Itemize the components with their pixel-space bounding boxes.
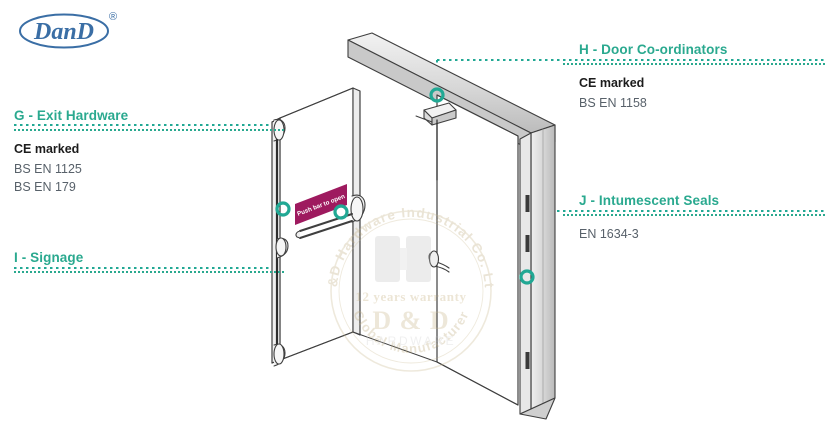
callout-h-body: CE marked BS EN 1158 <box>563 74 827 112</box>
callout-h-standard-1: BS EN 1158 <box>579 96 647 110</box>
callout-h-rule <box>563 63 827 65</box>
callout-j-intumescent-seals: J - Intumescent Seals EN 1634-3 <box>563 193 827 243</box>
callout-j-standard-1: EN 1634-3 <box>579 227 639 241</box>
callout-g-rule <box>14 129 284 131</box>
marker-h-door-coordinator <box>429 87 445 103</box>
callout-j-title: J - Intumescent Seals <box>579 193 720 208</box>
callout-markers <box>275 87 535 285</box>
callout-i-title: I - Signage <box>14 250 84 265</box>
callout-g-ce-label: CE marked <box>14 142 80 156</box>
dand-logo: DanD ® <box>16 8 134 52</box>
door-frame-right-jamb <box>519 124 556 420</box>
callout-h-ce-label: CE marked <box>579 76 645 90</box>
callout-i-signage: I - Signage <box>14 250 286 282</box>
callout-j-rule <box>563 214 827 216</box>
callout-g-standard-2: BS EN 179 <box>14 180 76 194</box>
intumescent-seal-strips <box>525 195 530 369</box>
callout-j-body: EN 1634-3 <box>563 225 827 243</box>
callout-h-title: H - Door Co-ordinators <box>579 42 728 57</box>
exit-push-bar <box>275 194 366 259</box>
logo-graphic: DanD ® <box>19 11 117 49</box>
callout-g-standard-1: BS EN 1125 <box>14 162 82 176</box>
marker-g-exit-hardware <box>275 201 291 217</box>
registered-mark-icon: ® <box>109 11 117 23</box>
marker-j-intumescent-seal <box>519 269 535 285</box>
door-leaf-active <box>271 87 438 364</box>
callout-i-rule <box>14 271 284 273</box>
callout-g-exit-hardware: G - Exit Hardware CE marked BS EN 1125 B… <box>14 108 286 196</box>
door-leaf-passive <box>436 94 519 406</box>
marker-i-signage <box>333 204 349 220</box>
callout-h-door-coordinators: H - Door Co-ordinators CE marked BS EN 1… <box>563 42 827 112</box>
callout-g-body: CE marked BS EN 1125 BS EN 179 <box>14 140 286 196</box>
door-coordinator <box>415 102 457 181</box>
callout-g-title: G - Exit Hardware <box>14 108 129 123</box>
logo-wordmark: DanD <box>33 19 94 45</box>
lever-handle <box>428 250 450 273</box>
